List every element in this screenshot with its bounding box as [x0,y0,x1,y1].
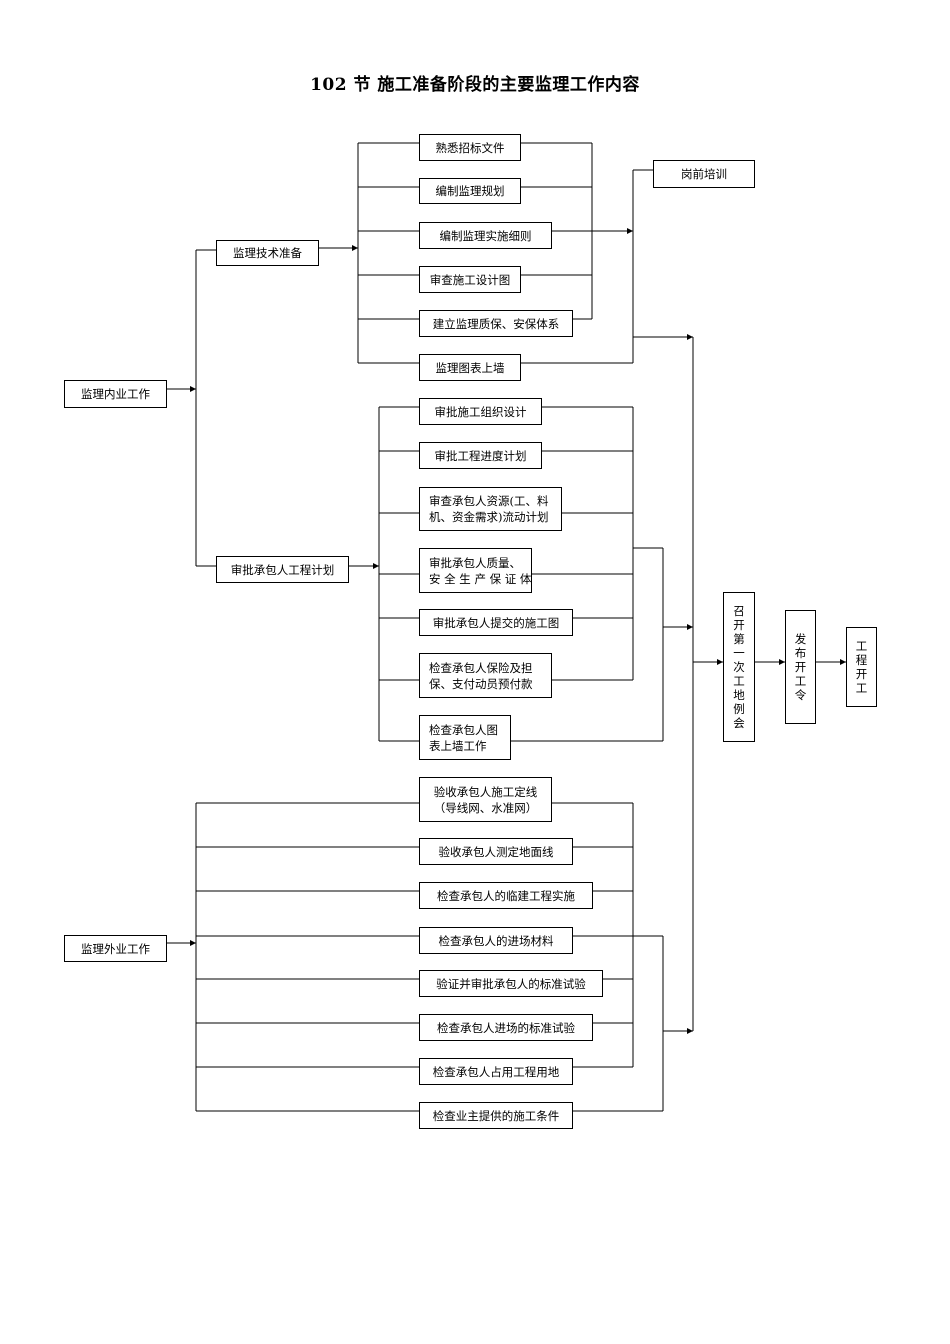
box-neiye: 监理内业工作 [64,380,167,408]
box-xize: 编制监理实施细则 [419,222,552,249]
vertical-char: 工 [794,674,807,688]
box-guihua: 编制监理规划 [419,178,521,204]
box-cailiao: 检查承包人的进场材料 [419,927,573,954]
box-gangqian: 岗前培训 [653,160,755,188]
box-shuxi: 熟悉招标文件 [419,134,521,161]
box-dimian: 验收承包人测定地面线 [419,838,573,865]
vertical-char: 工 [855,681,868,695]
page-title: 102 节 施工准备阶段的主要监理工作内容 [310,75,640,95]
vertical-char: 布 [794,646,807,660]
vertical-char: 一 [733,646,745,660]
vertical-char: 例 [733,702,745,716]
box-jihua: 审批承包人工程计划 [216,556,349,583]
vertical-char: 工 [855,639,868,653]
vertical-char: 会 [733,716,745,730]
box-jindu: 审批工程进度计划 [419,442,542,469]
box-yongdi: 检查承包人占用工程用地 [419,1058,573,1085]
box-shangqiang: 检查承包人图表上墙工作 [419,715,511,760]
box-tubiao: 监理图表上墙 [419,354,521,381]
vertical-char: 地 [733,688,745,702]
box-kaigong: 工程开工 [846,627,877,707]
box-shiyan-jc: 检查承包人进场的标准试验 [419,1014,593,1041]
vertical-char: 开 [733,618,745,632]
vertical-char: 第 [733,632,745,646]
box-jishu: 监理技术准备 [216,240,319,266]
vertical-char: 次 [733,660,745,674]
box-ziyuan: 审查承包人资源(工、料机、资金需求)流动计划 [419,487,562,531]
box-baoxian: 检查承包人保险及担保、支付动员预付款 [419,653,552,698]
box-shigongtu: 审批承包人提交的施工图 [419,609,573,636]
box-tixi: 建立监理质保、安保体系 [419,310,573,337]
box-huiyi: 召开第一次工地例会 [723,592,755,742]
box-zhiliang: 审批承包人质量、安 全 生 产 保 证 体 [419,548,532,593]
box-shiyan-ps: 验证并审批承包人的标准试验 [419,970,603,997]
box-zuzhi: 审批施工组织设计 [419,398,542,425]
vertical-char: 发 [794,632,807,646]
vertical-char: 召 [733,604,745,618]
box-dingxian: 验收承包人施工定线（导线网、水准网） [419,777,552,822]
vertical-char: 程 [855,653,868,667]
vertical-char: 令 [794,688,807,702]
box-waiye: 监理外业工作 [64,935,167,962]
box-shejitu: 审查施工设计图 [419,266,521,293]
box-tiaojian: 检查业主提供的施工条件 [419,1102,573,1129]
vertical-char: 开 [855,667,868,681]
box-linjian: 检查承包人的临建工程实施 [419,882,593,909]
vertical-char: 工 [733,674,745,688]
vertical-char: 开 [794,660,807,674]
box-fabu: 发布开工令 [785,610,816,724]
